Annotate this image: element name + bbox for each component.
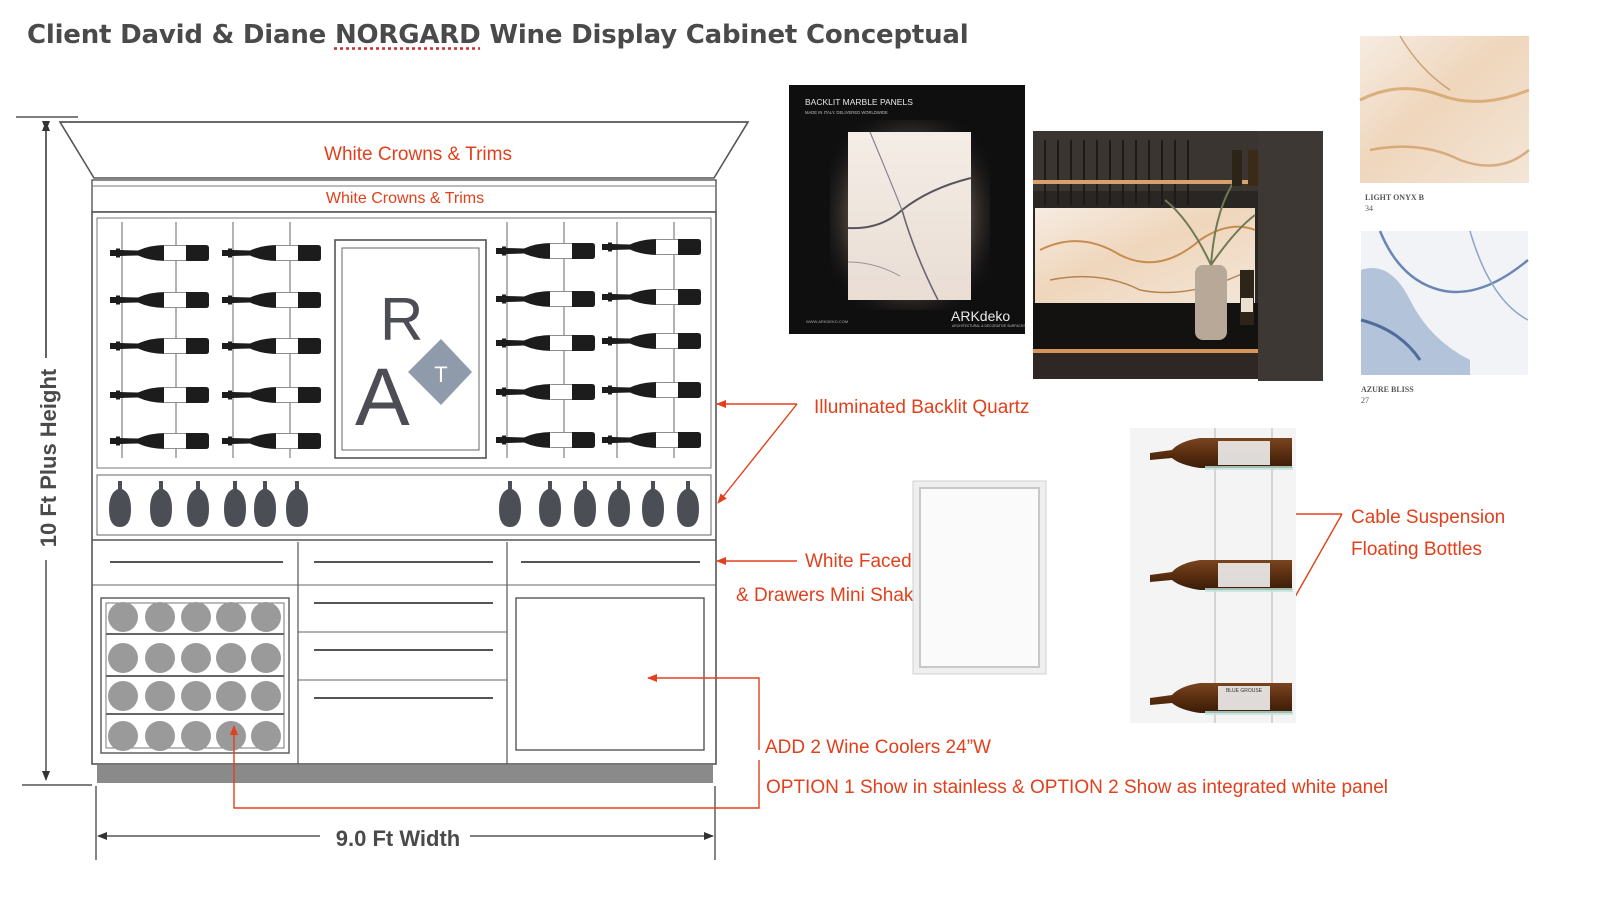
light-onyx-code: 34 (1365, 204, 1373, 213)
panel-ad-brand: ARKdeko (951, 308, 1010, 324)
wine-cooler-left (100, 597, 290, 754)
cabinet-crown: White Crowns & Trims (58, 121, 750, 179)
bar-backsplash-photo (1033, 131, 1323, 381)
crown-label: White Crowns & Trims (324, 144, 512, 165)
width-label: 9.0 Ft Width (336, 826, 460, 851)
cooler-option-callout: OPTION 1 Show in stainless & OPTION 2 Sh… (766, 777, 1388, 798)
wine-coolers-callout: ADD 2 Wine Coolers 24”W (765, 737, 991, 758)
backlit-logo-panel: R A T (334, 239, 487, 459)
height-label: 10 Ft Plus Height (36, 368, 61, 547)
light-onyx-name: LIGHT ONYX B (1365, 193, 1425, 202)
cable-suspension-callout-line2: Floating Bottles (1351, 539, 1482, 560)
logo-letter-t: T (434, 362, 447, 387)
panel-ad-subheading: MADE IN ITALY. DELIVERED WORLDWIDE (805, 110, 888, 115)
trim-label: White Crowns & Trims (326, 190, 484, 207)
backlit-quartz-callout: Illuminated Backlit Quartz (814, 397, 1029, 418)
backlit-marble-panel-photo: BACKLIT MARBLE PANELS MADE IN ITALY. DEL… (789, 85, 1026, 334)
panel-ad-url: WWW.ARKDEKO.COM (806, 319, 848, 324)
panel-ad-brand-tag: ARCHITECTURAL & DECORATIVE SURFACES (952, 324, 1026, 328)
cabinet-trim: White Crowns & Trims (91, 179, 717, 213)
panel-ad-heading: BACKLIT MARBLE PANELS (805, 97, 913, 107)
width-dimension: 9.0 Ft Width (95, 786, 716, 860)
cable-suspension-callout-line1: Cable Suspension (1351, 507, 1505, 528)
light-onyx-swatch: LIGHT ONYX B 34 (1359, 35, 1530, 213)
lower-cabinets (92, 542, 716, 764)
page-title: Client David & Diane NORGARD Wine Displa… (27, 20, 969, 50)
logo-letter-a: A (355, 352, 410, 443)
shaker-door-sample (912, 480, 1047, 675)
floating-bottles-photo: BLUE GROUSE (1130, 428, 1296, 723)
floating-bottle-label: BLUE GROUSE (1226, 688, 1263, 694)
toe-kick (97, 765, 713, 783)
logo-letter-r: R (380, 286, 423, 353)
stemware-shelf (92, 474, 716, 541)
wine-cooler-panel-right (515, 597, 705, 751)
azure-bliss-name: AZURE BLISS (1361, 385, 1414, 394)
bottle-display-bay (96, 217, 712, 469)
azure-bliss-code: 27 (1361, 396, 1369, 405)
height-dimension: 10 Ft Plus Height (16, 116, 92, 786)
azure-bliss-swatch: AZURE BLISS 27 (1360, 230, 1529, 405)
